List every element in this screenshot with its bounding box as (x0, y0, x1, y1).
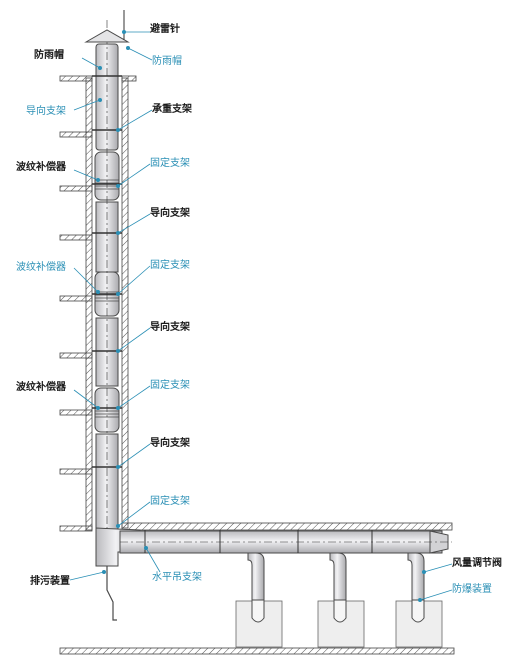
label-bellows-3: 波纹补偿器 (16, 382, 66, 393)
leader-lines (69, 29, 453, 603)
label-fixed-bracket-3: 固定支架 (150, 380, 190, 391)
label-guide-bracket-2: 导向支架 (150, 208, 190, 219)
label-rain-cap-left: 防雨帽 (34, 50, 64, 61)
label-fixed-bracket-1: 固定支架 (150, 158, 190, 169)
rain-cap (84, 29, 130, 43)
label-drain-device: 排污装置 (30, 576, 70, 587)
roof-slab (121, 75, 137, 82)
label-lightning-rod: 避雷针 (150, 24, 180, 35)
label-fixed-bracket-2: 固定支架 (150, 260, 190, 271)
boiler-connections (251, 599, 425, 623)
ground-slab (59, 647, 455, 655)
label-fixed-bracket-4: 固定支架 (150, 496, 190, 507)
header-reducer (429, 530, 449, 554)
label-guide-bracket-4: 导向支架 (150, 438, 190, 449)
label-horizontal-hanger: 水平吊支架 (152, 572, 202, 583)
label-explosion-proof: 防爆装置 (452, 584, 492, 595)
branch-drops (247, 552, 425, 607)
ceiling-slab (121, 522, 453, 531)
label-guide-bracket-3: 导向支架 (150, 322, 190, 333)
label-bellows-2: 波纹补偿器 (16, 262, 66, 273)
label-bellows-1: 波纹补偿器 (16, 162, 66, 173)
boiler-units (235, 600, 443, 648)
label-guide-bracket-1: 导向支架 (26, 106, 66, 117)
drain-pipe (106, 566, 117, 621)
label-load-bracket: 承重支架 (152, 104, 192, 115)
label-damper: 风量调节阀 (452, 558, 502, 569)
floor-slabs (59, 75, 93, 532)
shaft-wall-left (85, 77, 93, 531)
label-rain-cap-right: 防雨帽 (152, 56, 182, 67)
